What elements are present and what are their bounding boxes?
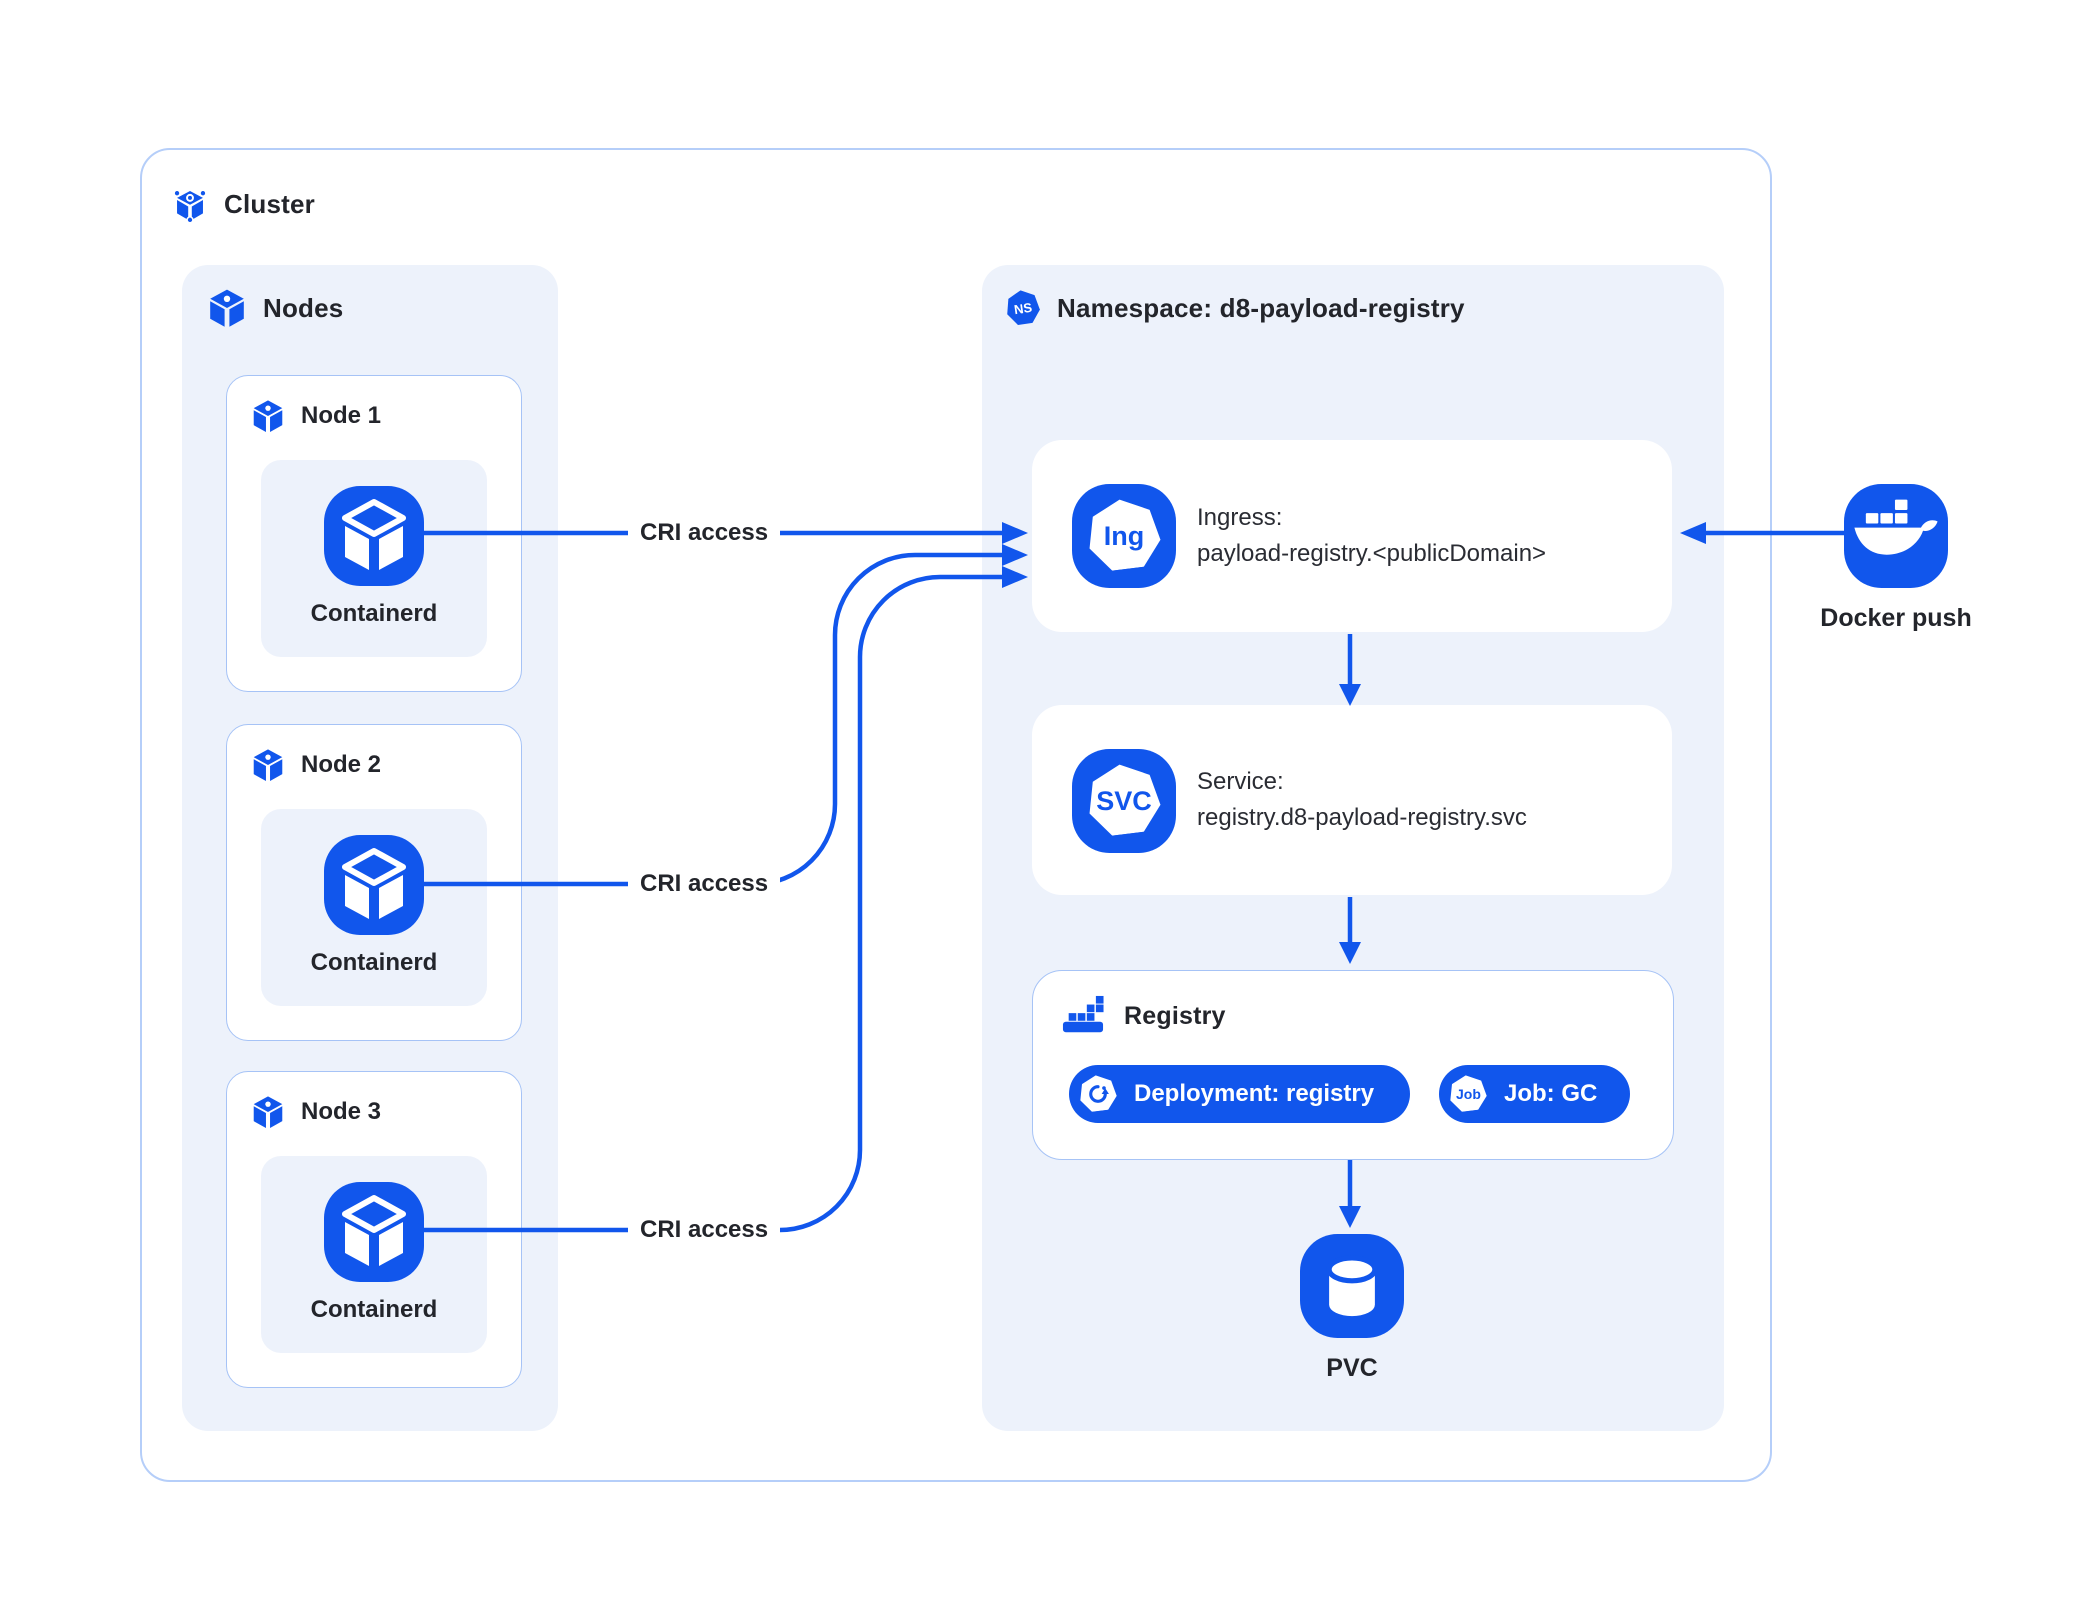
namespace-badge-text: NS [1013, 299, 1033, 317]
node-card-1: Node 1 Containerd [226, 375, 522, 692]
nodes-title: Nodes [263, 292, 344, 323]
namespace-icon: NS [1003, 287, 1044, 330]
cluster-container: Cluster Nodes [140, 148, 1772, 1482]
node-1-title: Node 1 [301, 402, 382, 429]
docker-icon [1844, 484, 1948, 588]
ingress-icon: Ing [1072, 484, 1176, 588]
service-icon: SVC [1072, 749, 1176, 853]
job-label: Job: GC [1504, 1080, 1598, 1107]
job-icon: Job [1446, 1072, 1491, 1117]
nodes-panel: Nodes Node 1 [182, 265, 558, 1431]
cluster-title: Cluster [224, 188, 315, 219]
node-3-label-row: Node 3 [251, 1095, 381, 1129]
nodes-icon [210, 289, 244, 327]
node-3-title: Node 3 [301, 1098, 382, 1125]
containerd-tile-3: Containerd [261, 1156, 487, 1353]
node-card-3: Node 3 Containerd [226, 1071, 522, 1388]
cri-access-label-1: CRI access [628, 515, 781, 551]
service-subtitle: registry.d8-payload-registry.svc [1197, 804, 1527, 831]
pvc-icon [1300, 1234, 1404, 1338]
deployment-pill: Deployment: registry [1069, 1065, 1410, 1123]
service-title: Service: [1197, 768, 1284, 795]
containerd-icon [324, 835, 424, 935]
pvc-label: PVC [1326, 1354, 1378, 1382]
node-2-title: Node 2 [301, 751, 382, 778]
node-1-label-row: Node 1 [251, 399, 381, 433]
ingress-card: Ing Ingress: payload-registry.<publicDom… [1032, 440, 1672, 632]
service-card: SVC Service: registry.d8-payload-registr… [1032, 705, 1672, 895]
containerd-icon [324, 1182, 424, 1282]
containerd-tile-1: Containerd [261, 460, 487, 657]
cluster-icon [173, 189, 207, 222]
deployment-icon [1076, 1072, 1121, 1117]
node-card-2: Node 2 Containerd [226, 724, 522, 1041]
namespace-title: Namespace: d8-payload-registry [1057, 292, 1465, 323]
namespace-panel: NS Namespace: d8-payload-registry Ing In… [982, 265, 1724, 1431]
node-icon [253, 400, 283, 432]
docker-push-block: Docker push [1820, 484, 1972, 633]
node-icon [253, 1096, 283, 1128]
containerd-icon [324, 486, 424, 586]
registry-label-row: Registry [1060, 995, 1226, 1037]
cri-access-label-2: CRI access [628, 866, 781, 902]
ingress-icon-label: Ing [1103, 520, 1145, 551]
deployment-label: Deployment: registry [1134, 1080, 1375, 1107]
job-icon-label: Job [1455, 1086, 1481, 1103]
ingress-subtitle: payload-registry.<publicDomain> [1197, 540, 1547, 567]
cluster-label-row: Cluster [172, 186, 315, 222]
namespace-label-row: NS Namespace: d8-payload-registry [1005, 289, 1465, 327]
service-text: Service: registry.d8-payload-registry.sv… [1197, 764, 1527, 836]
docker-push-label: Docker push [1820, 604, 1972, 632]
node-icon [253, 749, 283, 781]
containerd-label-3: Containerd [310, 1296, 438, 1323]
ingress-title: Ingress: [1197, 504, 1283, 531]
containerd-label-2: Containerd [310, 949, 438, 976]
registry-title: Registry [1124, 1001, 1226, 1030]
containerd-tile-2: Containerd [261, 809, 487, 1006]
registry-box: Registry Deployment: registry Job [1032, 970, 1674, 1160]
service-icon-label: SVC [1096, 785, 1152, 816]
job-pill: Job Job: GC [1439, 1065, 1630, 1123]
node-2-label-row: Node 2 [251, 748, 381, 782]
pvc-block: PVC [1250, 1234, 1454, 1383]
ingress-text: Ingress: payload-registry.<publicDomain> [1197, 500, 1546, 572]
containerd-label-1: Containerd [310, 600, 438, 627]
nodes-label-row: Nodes [207, 288, 343, 328]
cri-access-label-3: CRI access [628, 1212, 781, 1248]
registry-icon [1062, 995, 1104, 1033]
